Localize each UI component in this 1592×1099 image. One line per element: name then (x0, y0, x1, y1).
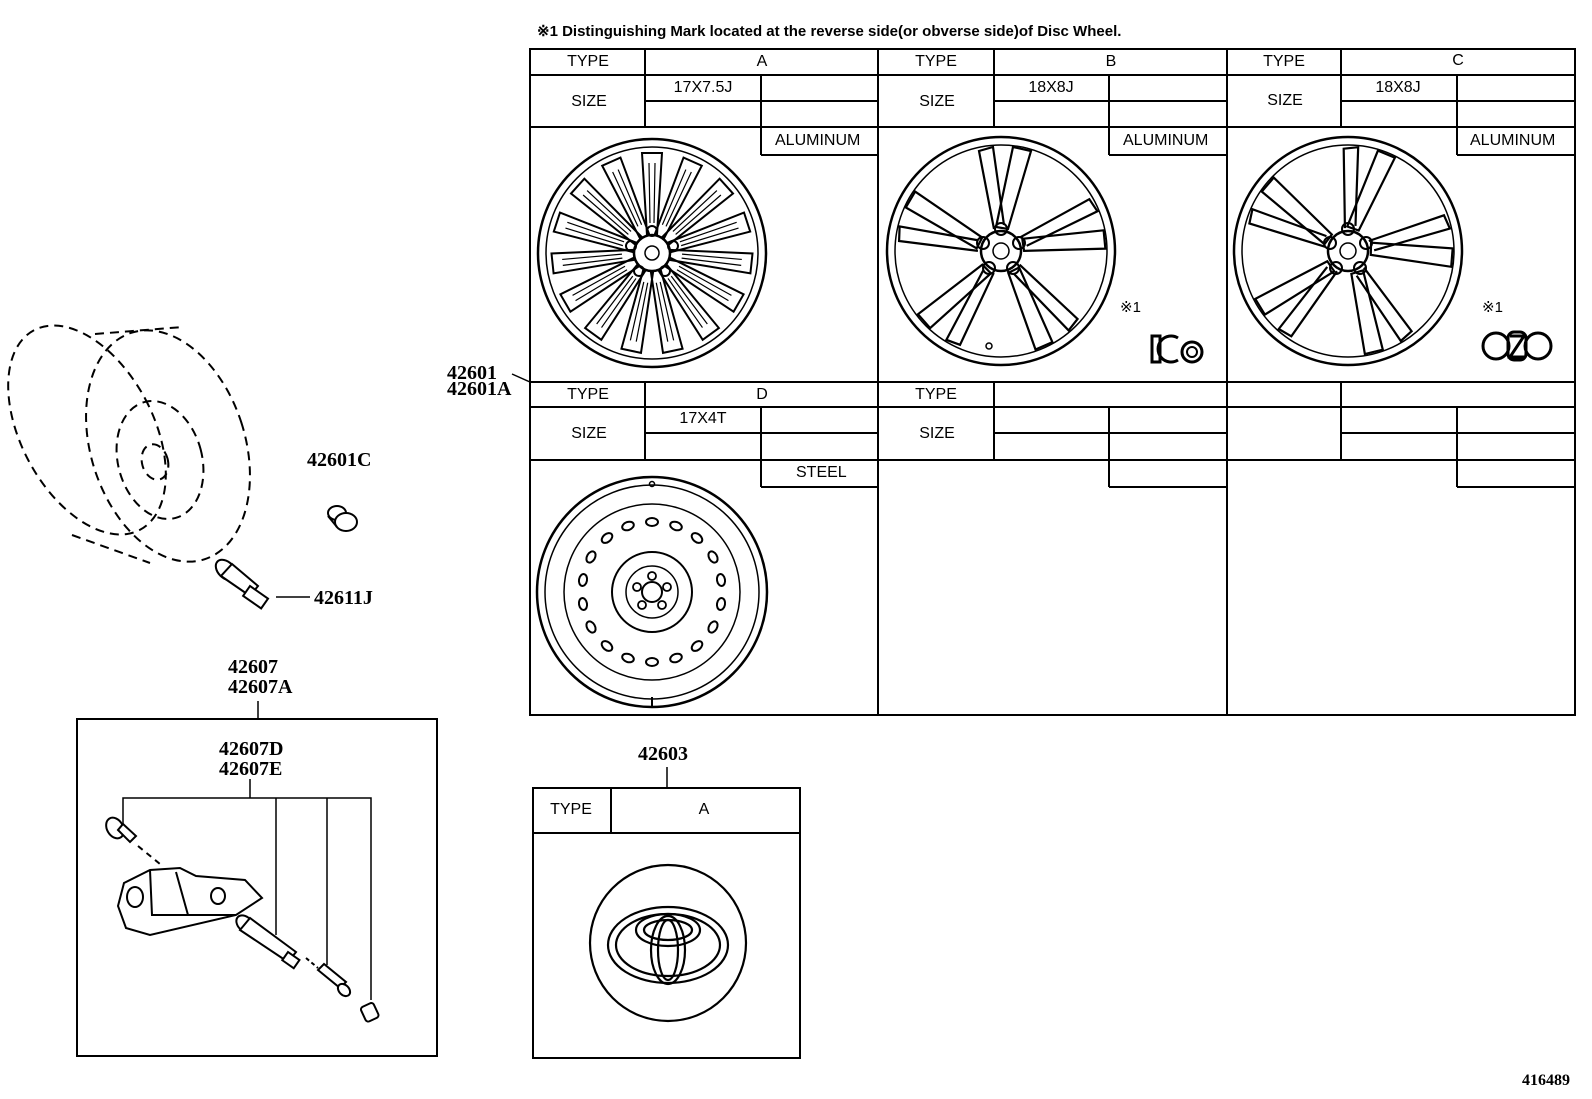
type-value-d: D (756, 386, 768, 403)
cap-type-value: A (698, 801, 710, 818)
tire-outline-drawing (7, 324, 251, 564)
size-value-d: 17X4T (679, 410, 727, 427)
distinguishing-mark-note: ※1 Distinguishing Mark located at the re… (537, 23, 1122, 40)
type-value-c: C (1452, 52, 1464, 69)
part-number-42603[interactable]: 42603 (638, 743, 688, 765)
size-value-a: 17X7.5J (673, 79, 733, 96)
material-a: ALUMINUM (775, 132, 861, 149)
type-label-e: TYPE (915, 386, 957, 403)
tpms-sensor-assembly-drawing (105, 816, 380, 1023)
part-number-42601c[interactable]: 42601C (307, 449, 372, 471)
distinguishing-mark-b-icon (1150, 334, 1204, 364)
part-number-42607a[interactable]: 42607A (228, 676, 293, 698)
material-d: STEEL (796, 464, 847, 481)
size-label-a: SIZE (571, 93, 607, 110)
part-number-42607[interactable]: 42607 (228, 656, 278, 678)
cap-42601c-drawing (327, 505, 358, 532)
part-number-42601[interactable]: 42601 (447, 362, 497, 384)
wheel-type-a-drawing (536, 137, 768, 369)
valve-42611j-drawing (214, 558, 310, 610)
diagram-id: 416489 (1522, 1072, 1570, 1089)
type-value-a: A (756, 53, 768, 70)
size-label-d: SIZE (571, 425, 607, 442)
type-label-b: TYPE (915, 53, 957, 70)
material-b: ALUMINUM (1123, 132, 1209, 149)
wheel-type-d-drawing (535, 475, 769, 709)
wheel-type-c-drawing (1232, 135, 1464, 367)
part-number-42607e[interactable]: 42607E (219, 758, 283, 780)
mark-ref-b: ※1 (1120, 299, 1141, 316)
size-label-c: SIZE (1267, 92, 1303, 109)
size-label-b: SIZE (919, 93, 955, 110)
type-label-a: TYPE (567, 53, 609, 70)
distinguishing-mark-c-icon (1481, 330, 1553, 362)
type-value-b: B (1105, 53, 1117, 70)
size-label-e: SIZE (919, 425, 955, 442)
type-label-d: TYPE (567, 386, 609, 403)
type-label-c: TYPE (1263, 53, 1305, 70)
toyota-logo-center-cap-drawing (588, 863, 748, 1023)
size-value-b: 18X8J (1028, 79, 1074, 96)
part-number-42607d[interactable]: 42607D (219, 738, 284, 760)
material-c: ALUMINUM (1470, 132, 1556, 149)
part-number-42611j[interactable]: 42611J (314, 587, 373, 609)
mark-ref-c: ※1 (1482, 299, 1503, 316)
size-value-c: 18X8J (1375, 79, 1421, 96)
cap-type-label: TYPE (550, 801, 592, 818)
wheel-type-b-drawing (885, 135, 1117, 367)
part-number-42601a[interactable]: 42601A (447, 378, 512, 400)
